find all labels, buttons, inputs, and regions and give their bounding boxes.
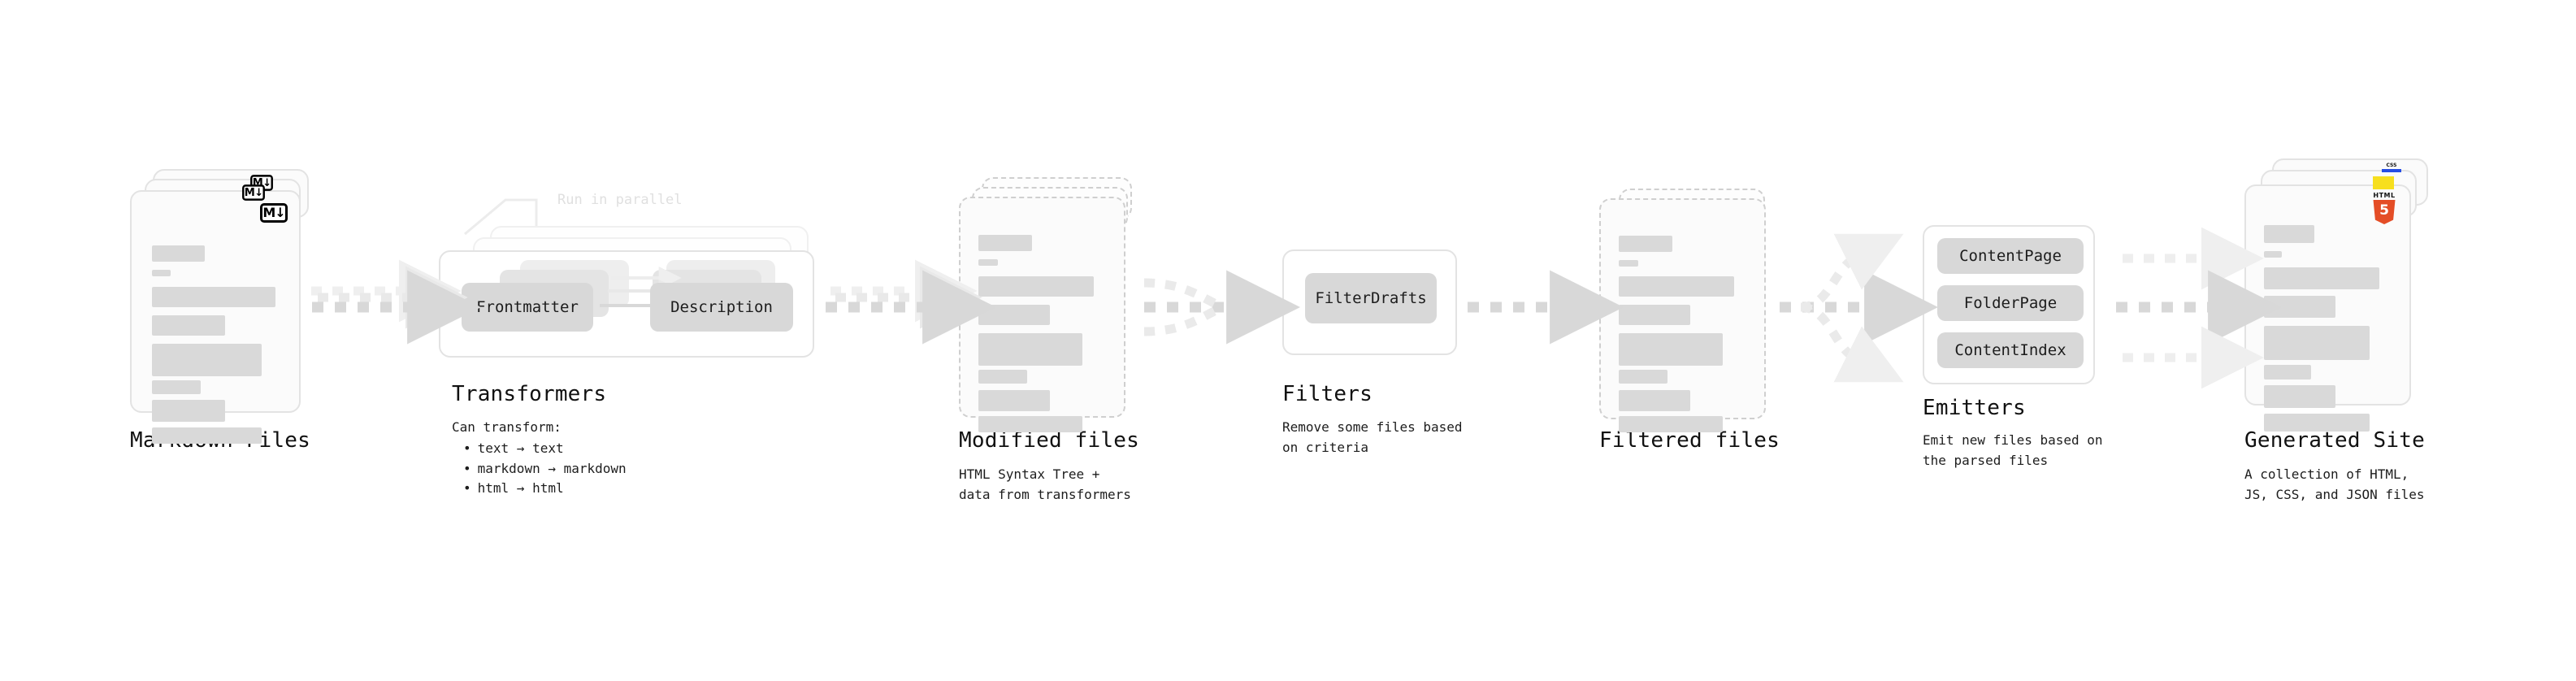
filters-box: FilterDrafts	[1282, 249, 1457, 355]
html5-icon: HTML 5	[2370, 193, 2398, 225]
filtered-card-front	[1599, 198, 1766, 432]
caption-generated-site: Generated Site	[2244, 428, 2425, 453]
emitters-box: ContentPage FolderPage ContentIndex	[1923, 225, 2095, 384]
emitter-pill-contentindex[interactable]: ContentIndex	[1937, 332, 2084, 368]
transformers-list-item: html → html	[463, 479, 627, 499]
markdown-icon: M↓	[260, 203, 288, 223]
transformers-list-lead: Can transform:	[452, 419, 562, 435]
stage-generated-site: CSS HTML 5	[2244, 158, 2439, 432]
generated-site-stack: CSS HTML 5	[2244, 158, 2439, 432]
markdown-card-front: M↓	[130, 190, 301, 444]
caption-emitters: Emitters	[1923, 396, 2026, 420]
arrow-markdown-to-transformers	[311, 259, 482, 345]
stage-filtered-files	[1599, 189, 1786, 432]
subtitle-emitters: Emit new files based on the parsed files	[1923, 432, 2103, 468]
caption-filtered-files: Filtered files	[1599, 428, 1780, 453]
subtitle-modified-files: HTML Syntax Tree + data from transformer…	[959, 466, 1131, 502]
arrow-filtered-to-emitters	[1780, 233, 1939, 383]
caption-filters: Filters	[1282, 382, 1373, 406]
site-card-front: HTML 5	[2244, 184, 2411, 432]
modified-card-front	[959, 197, 1125, 432]
markdown-icon-mid: M↓	[242, 184, 265, 201]
run-in-parallel-bracket	[464, 198, 538, 236]
subtitle-generated-site: A collection of HTML, JS, CSS, and JSON …	[2244, 466, 2425, 502]
stage-markdown-files: M↓ M↓ M↓	[130, 169, 317, 444]
markdown-file-stack: M↓ M↓ M↓	[130, 169, 317, 444]
filtered-file-stack	[1599, 189, 1786, 432]
caption-transformers: Transformers	[452, 382, 607, 406]
subtitle-filters: Remove some files based on criteria	[1282, 419, 1463, 455]
transformers-list-item: markdown → markdown	[463, 459, 627, 479]
emitter-pill-contentpage[interactable]: ContentPage	[1937, 238, 2084, 274]
caption-modified-files: Modified files	[959, 428, 1139, 453]
js-icon	[2373, 176, 2394, 189]
transformers-list-item: text → text	[463, 439, 627, 459]
filter-pill-filterdrafts[interactable]: FilterDrafts	[1305, 273, 1437, 323]
css-icon: CSS	[2381, 163, 2402, 174]
transformers-capability-list: Can transform: text → text markdown → ma…	[452, 418, 627, 499]
stage-transformers: Run in parallel Frontmatter Description …	[439, 187, 845, 362]
arrow-modified-to-filters	[1143, 270, 1301, 345]
emitter-pill-folderpage[interactable]: FolderPage	[1937, 285, 2084, 321]
run-in-parallel-label: Run in parallel	[557, 192, 683, 208]
arrow-emitters-to-site	[2116, 227, 2283, 389]
stage-modified-files	[959, 177, 1146, 432]
modified-file-stack	[959, 177, 1146, 432]
transformer-pill-frontmatter[interactable]: Frontmatter	[462, 283, 593, 332]
transformer-pill-description[interactable]: Description	[650, 283, 793, 332]
